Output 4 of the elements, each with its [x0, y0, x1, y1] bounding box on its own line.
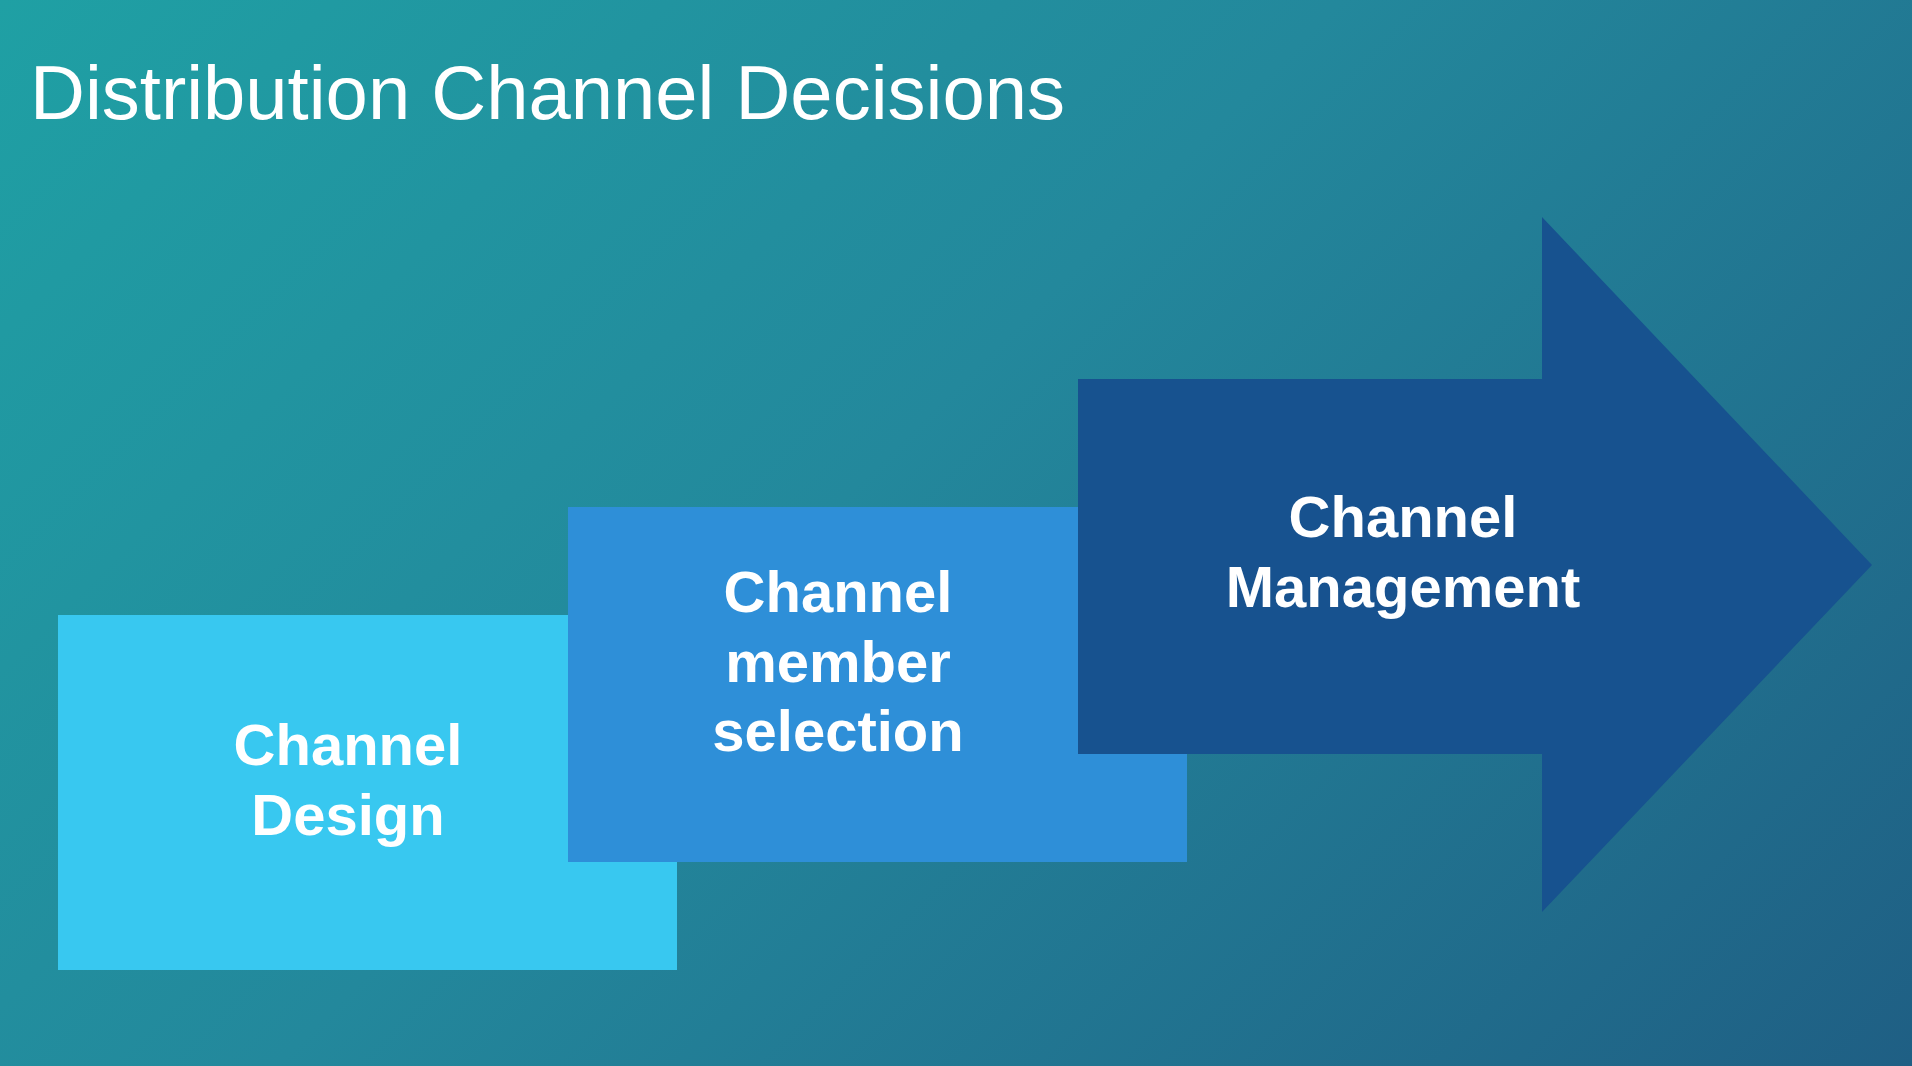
- box-label: Channel member selection: [711, 558, 965, 766]
- slide-title: Distribution Channel Decisions: [30, 49, 1065, 137]
- box-label: Channel Design: [232, 711, 464, 849]
- box-label: Channel Management: [1224, 483, 1582, 621]
